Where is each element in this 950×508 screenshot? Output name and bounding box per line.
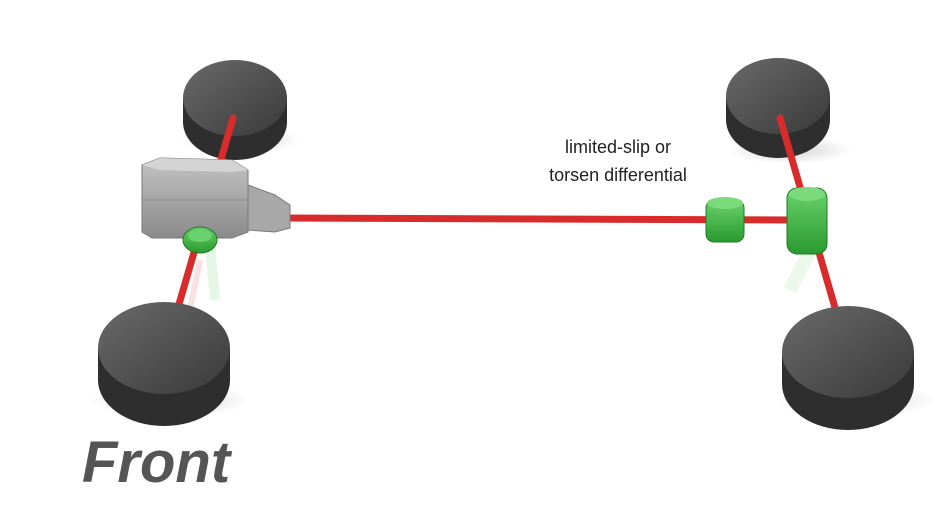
engine-transmission (141, 157, 291, 239)
rear-differential (786, 187, 828, 255)
wheel-rear-right (782, 306, 914, 430)
center-differential (705, 197, 745, 243)
front-label: Front (82, 430, 233, 495)
differential-label-line2: torsen differential (549, 165, 687, 185)
wheel-rear-left (726, 58, 830, 158)
wheel-front-right (98, 302, 230, 426)
differential-label-line1: limited-slip or (565, 137, 671, 157)
front-differential (182, 226, 218, 254)
wheel-front-left (183, 60, 287, 160)
